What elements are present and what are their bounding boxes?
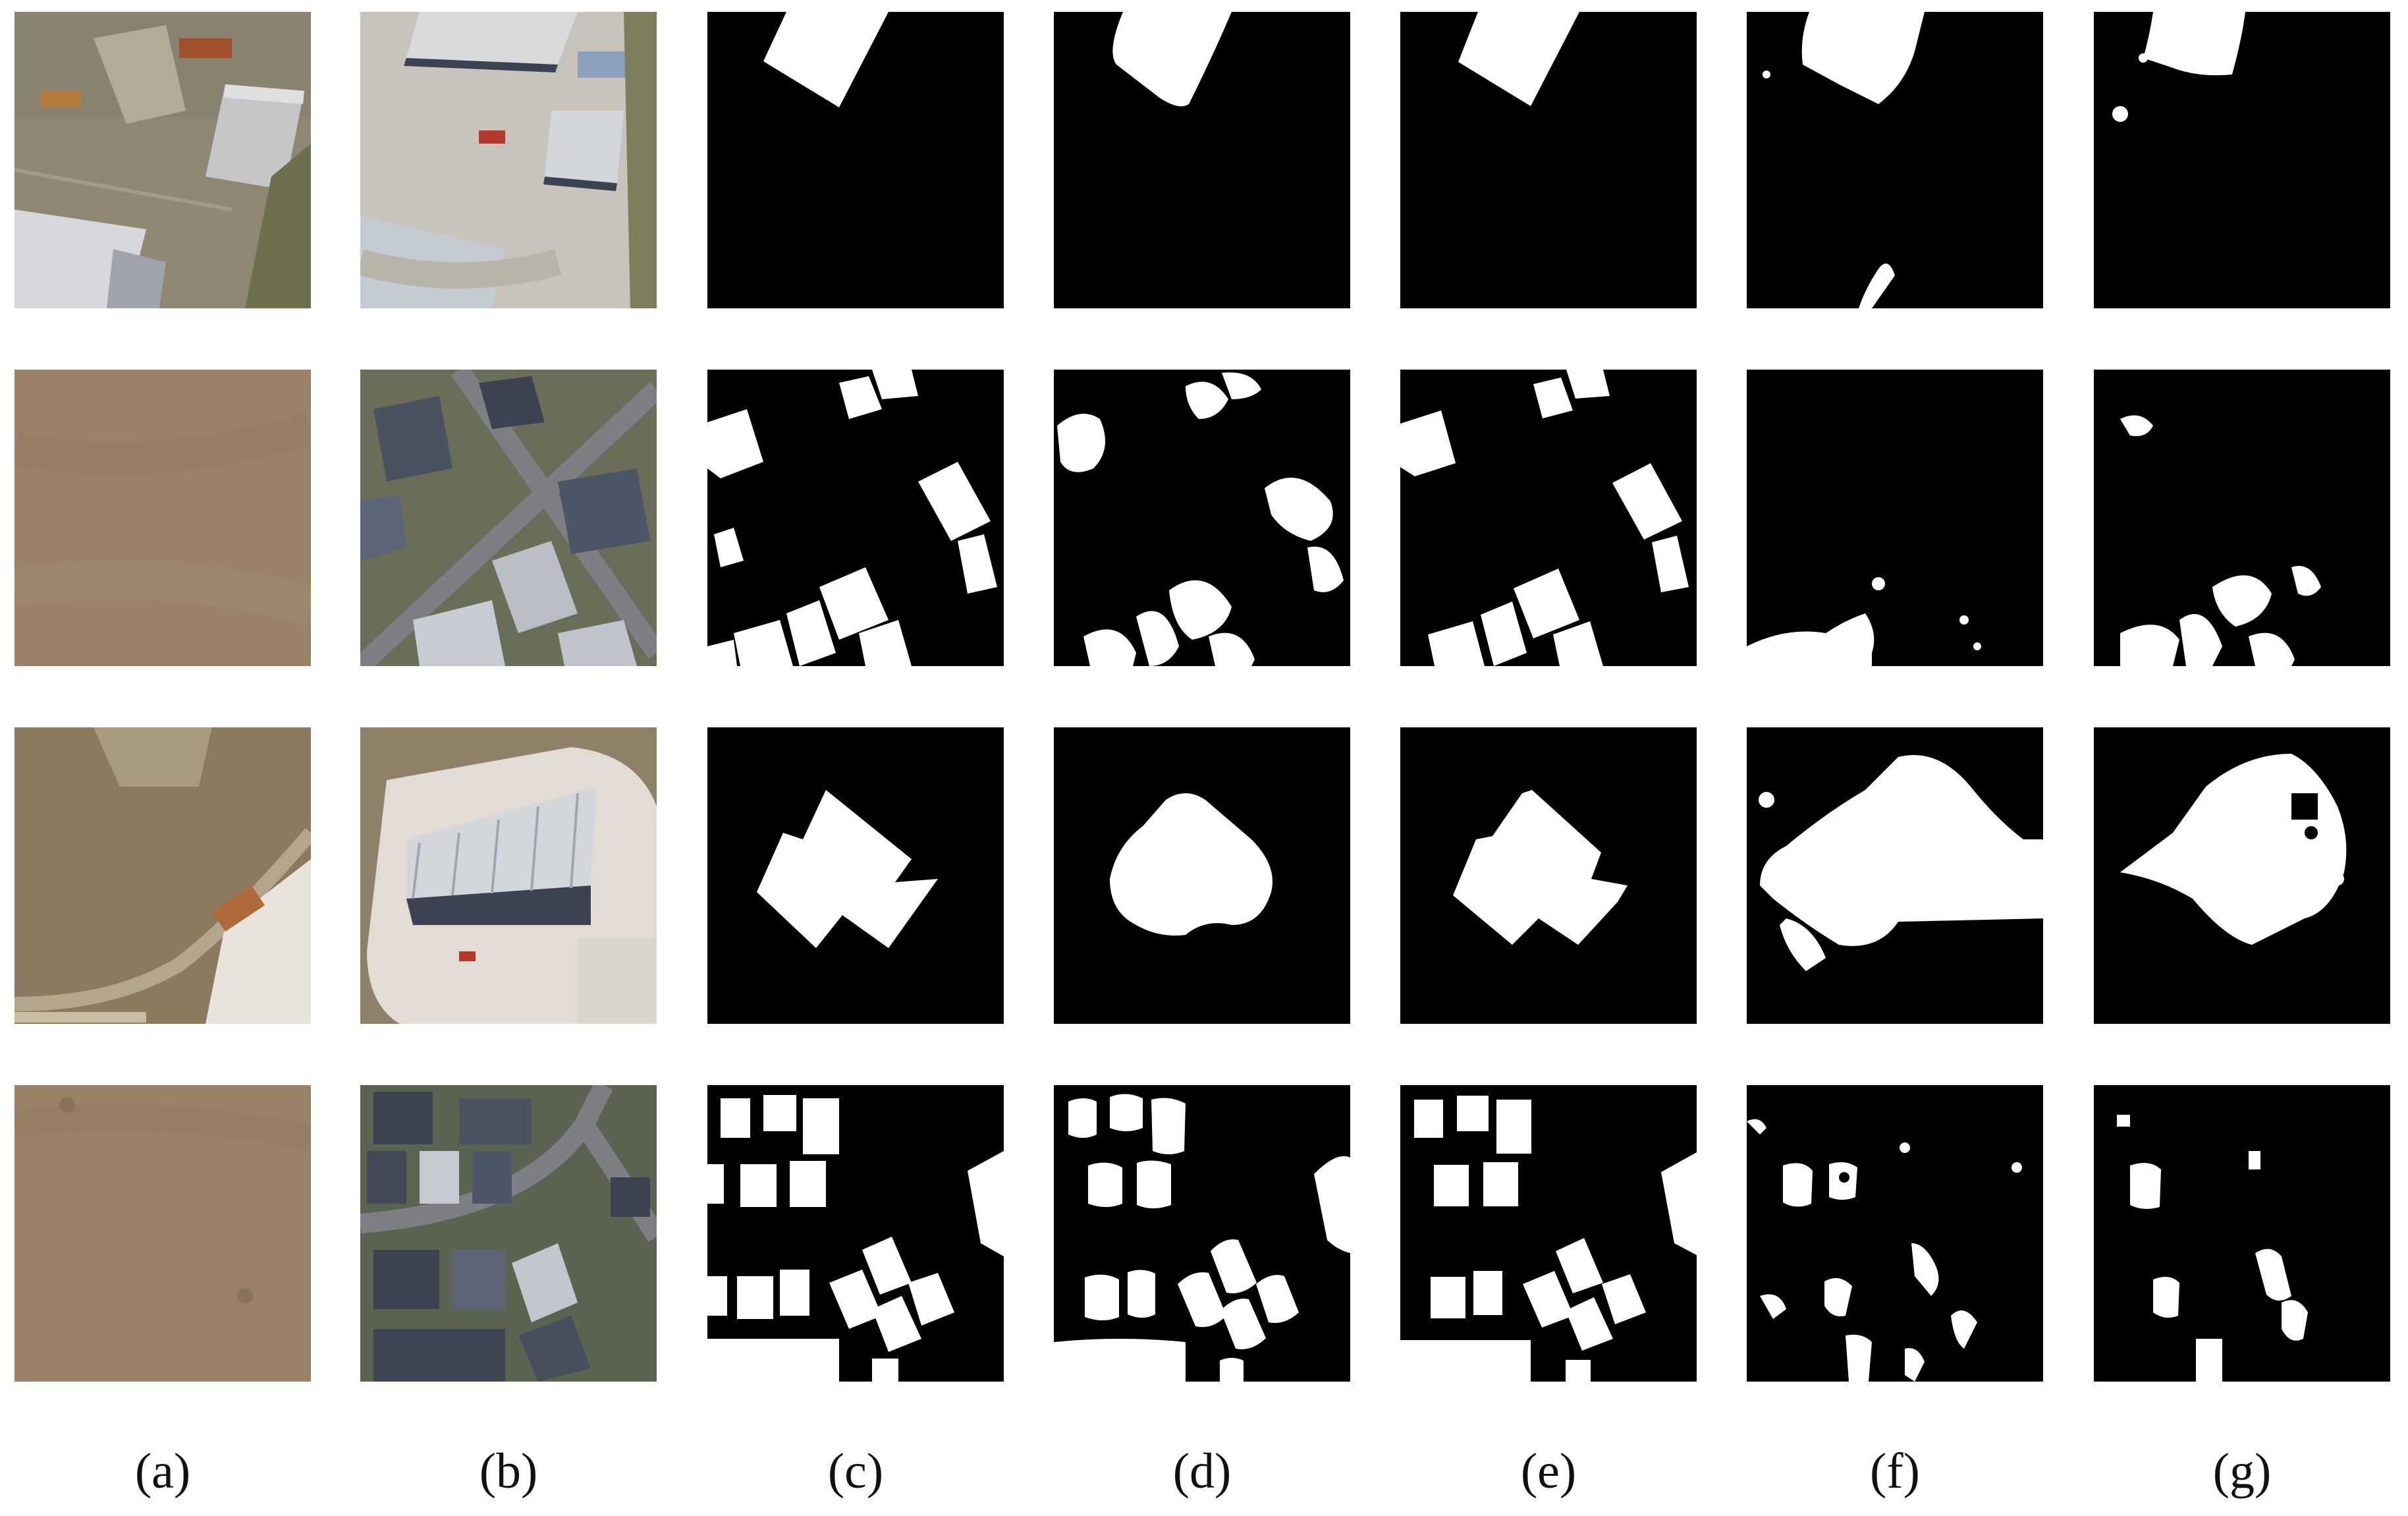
column-label-a: (a) — [134, 1444, 191, 1499]
mask-prediction-e-row1 — [1400, 12, 1697, 308]
mask-prediction-d-row2 — [1054, 370, 1350, 666]
aerial-image-post-row2 — [360, 370, 657, 666]
column-label-f: (f) — [1870, 1444, 1920, 1499]
aerial-image-post-row1 — [360, 12, 657, 308]
mask-prediction-f-row1 — [1747, 12, 2043, 308]
mask-prediction-g-row4 — [2094, 1085, 2390, 1382]
mask-prediction-e-row3 — [1400, 727, 1697, 1024]
column-label-c: (c) — [827, 1444, 884, 1499]
mask-prediction-e-row4 — [1400, 1085, 1697, 1382]
mask-prediction-g-row3 — [2094, 727, 2390, 1024]
aerial-image-pre-row3 — [14, 727, 311, 1024]
column-label-d: (d) — [1172, 1444, 1232, 1499]
aerial-image-pre-row2 — [14, 370, 311, 666]
mask-prediction-e-row2 — [1400, 370, 1697, 666]
mask-ground-truth-row4 — [707, 1085, 1004, 1382]
aerial-image-pre-row4 — [14, 1085, 311, 1382]
column-label-e: (e) — [1520, 1444, 1577, 1499]
mask-prediction-f-row3 — [1747, 727, 2043, 1024]
mask-ground-truth-row2 — [707, 370, 1004, 666]
mask-prediction-g-row1 — [2094, 12, 2390, 308]
column-label-b: (b) — [479, 1444, 538, 1499]
mask-ground-truth-row1 — [707, 12, 1004, 308]
mask-prediction-d-row3 — [1054, 727, 1350, 1024]
mask-prediction-d-row1 — [1054, 12, 1350, 308]
mask-ground-truth-row3 — [707, 727, 1004, 1024]
mask-prediction-d-row4 — [1054, 1085, 1350, 1382]
mask-prediction-f-row2 — [1747, 370, 2043, 666]
mask-prediction-f-row4 — [1747, 1085, 2043, 1382]
column-label-g: (g) — [2212, 1444, 2272, 1499]
aerial-image-post-row4 — [360, 1085, 657, 1382]
aerial-image-pre-row1 — [14, 12, 311, 308]
mask-prediction-g-row2 — [2094, 370, 2390, 666]
aerial-image-post-row3 — [360, 727, 657, 1024]
